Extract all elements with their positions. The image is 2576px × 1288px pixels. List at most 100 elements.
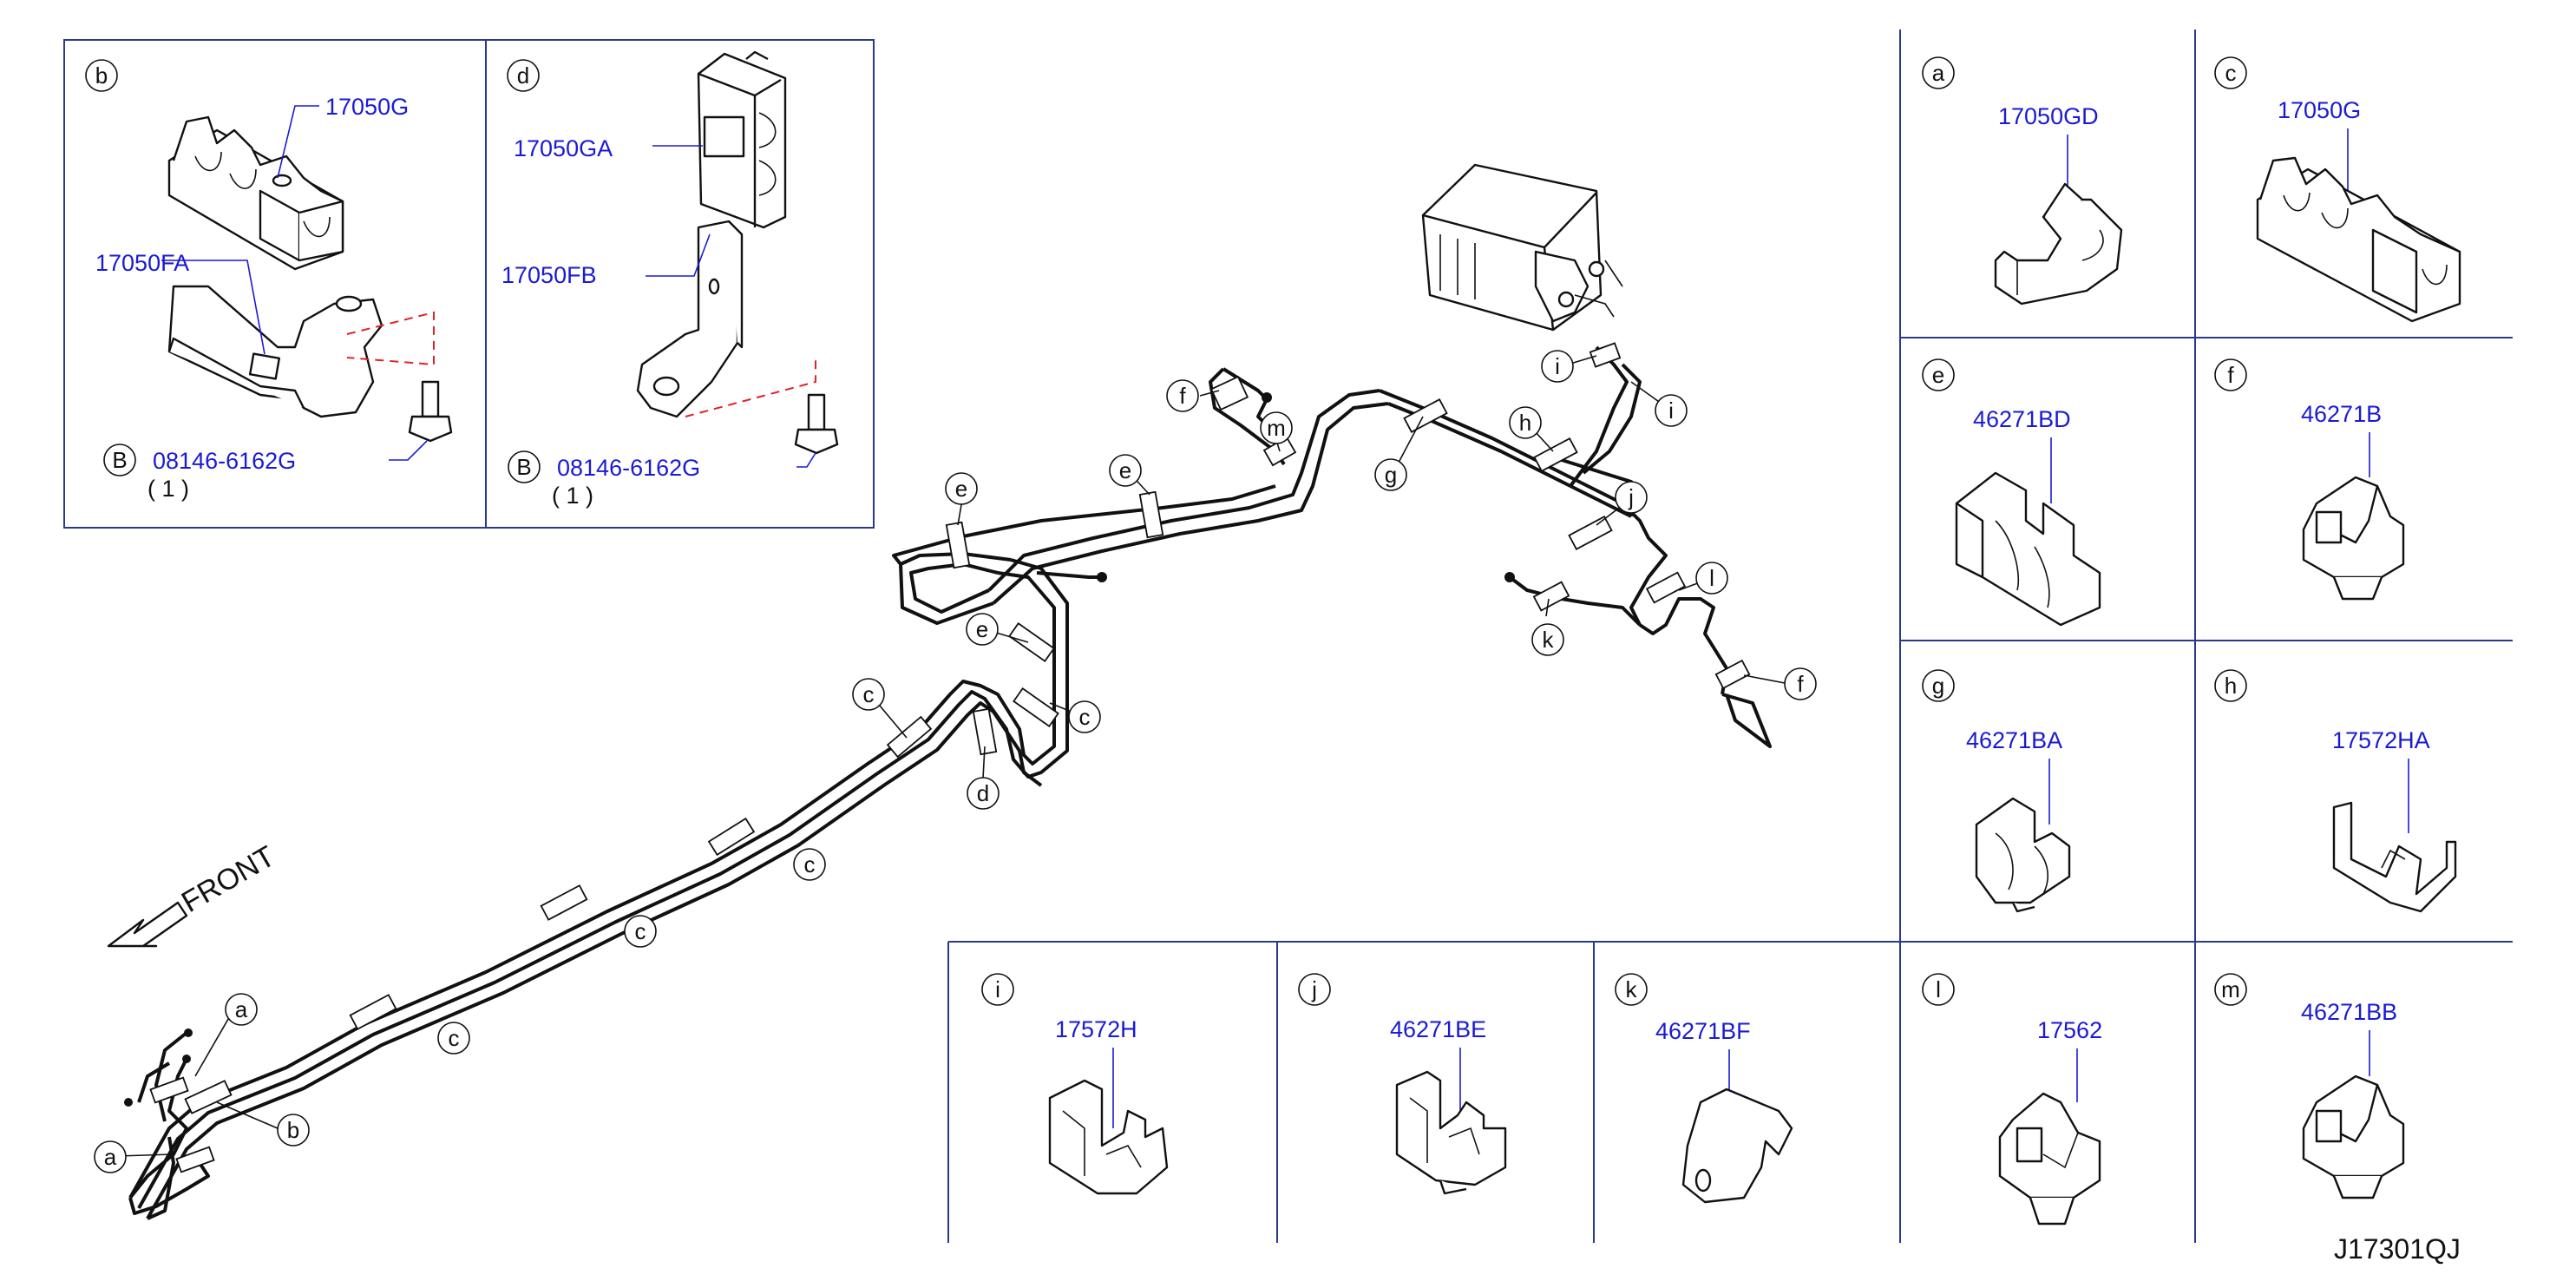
panel-c-letter: c	[2225, 60, 2237, 86]
panel-i-letter: i	[995, 976, 1000, 1002]
panel-l: l 17562	[1922, 973, 2102, 1226]
pipe-clip-c3	[707, 817, 756, 857]
callouts: a a b c c c c c d e e e f f g h i i j k …	[94, 350, 1817, 1173]
callout-b: b	[287, 1117, 299, 1143]
panel-e: e 46271BD	[1922, 358, 2101, 627]
pipe-clip-c5	[1013, 687, 1059, 727]
callout-c-4: c	[863, 681, 875, 707]
bolt-d-drawing	[794, 393, 839, 455]
bolt-qty-b: ( 1 )	[147, 476, 189, 502]
bolt-symbol-b: B	[112, 447, 127, 473]
leader-17050FA	[161, 260, 265, 355]
pipe-clip-c1	[349, 994, 397, 1030]
pipe-clip-e2	[945, 521, 971, 569]
part-46271B: 46271B	[2301, 401, 2382, 427]
pipe-assembly	[124, 342, 1772, 1220]
bolt-b-drawing	[408, 380, 453, 443]
pipe-clip-h	[1533, 437, 1578, 472]
callout-e-2: e	[1119, 457, 1131, 483]
pipe-clip-e3	[1138, 490, 1164, 539]
callout-a-1: a	[235, 996, 248, 1022]
panel-l-letter: l	[1936, 976, 1941, 1002]
pipe-clip-l	[1645, 571, 1687, 604]
pipe-clip-g	[1403, 398, 1448, 433]
pipe-clip-b	[184, 1080, 233, 1114]
part-17050FA: 17050FA	[95, 250, 189, 276]
bolt-symbol-d: B	[516, 454, 531, 480]
part-17050FB: 17050FB	[501, 262, 597, 288]
pipe-clip-i	[1589, 342, 1622, 368]
callout-l: l	[1709, 565, 1714, 591]
callout-a-2: a	[104, 1144, 117, 1170]
panel-d-letter: d	[517, 62, 529, 89]
panel-f: f 46271B	[2214, 358, 2405, 601]
panel-k-letter: k	[1626, 976, 1638, 1002]
front-label: FRONT	[176, 839, 280, 918]
parts-grid-lines	[947, 30, 2513, 1243]
panel-f-letter: f	[2227, 362, 2234, 388]
callout-c-3: c	[804, 851, 816, 877]
leader-17050FB	[646, 233, 711, 277]
pipe-clip-a1	[175, 1146, 215, 1173]
leader-17050G-b	[277, 105, 319, 179]
callout-d: d	[977, 780, 989, 806]
panel-k: k 46271BF	[1615, 973, 1793, 1204]
clip-17050G-drawing	[167, 115, 344, 271]
panel-h: h 17572HA	[2214, 669, 2457, 913]
bolt-symbol-circle-b	[103, 444, 136, 476]
pipe-clip-c2	[540, 884, 588, 921]
panel-j: j 46271BE	[1298, 973, 1507, 1195]
callout-m: m	[1267, 415, 1286, 441]
panel-i: i 17572H	[981, 973, 1169, 1195]
part-46271BA: 46271BA	[1966, 727, 2062, 753]
callout-f-2: f	[1797, 671, 1804, 697]
panel-g: g 46271BA	[1922, 669, 2071, 913]
callout-c-2: c	[635, 918, 646, 944]
panel-d: d 17050GA 17050FB B 0814	[485, 39, 875, 529]
panel-e-letter: e	[1932, 362, 1944, 388]
part-17050G-b: 17050G	[325, 94, 409, 120]
panel-c: c 17050G	[2214, 56, 2461, 323]
callout-f-1: f	[1179, 383, 1186, 409]
part-17050GA: 17050GA	[514, 135, 613, 161]
callout-e-1: e	[955, 476, 967, 502]
evap-canister-drawing	[1421, 163, 1623, 332]
callout-g: g	[1385, 462, 1397, 488]
pipe-clip-k	[1532, 581, 1570, 612]
bolt-symbol-circle-d	[508, 450, 541, 483]
panel-b-letter: b	[95, 62, 108, 89]
leader-bolt-d	[796, 452, 816, 468]
panel-b-letter-circle	[85, 59, 118, 92]
callout-c-1: c	[449, 1025, 460, 1051]
pipe-clip-c4	[886, 715, 933, 759]
part-17050GD: 17050GD	[1998, 103, 2099, 129]
bolt-part-d: 08146-6162G	[557, 455, 700, 481]
pipe-clip-a2	[149, 1076, 189, 1104]
bolt-part-b: 08146-6162G	[153, 448, 296, 474]
part-17050G-c: 17050G	[2278, 97, 2361, 123]
callout-c-5: c	[1079, 704, 1091, 730]
bolt-path-b	[346, 311, 435, 366]
bolt-qty-d: ( 1 )	[552, 483, 593, 509]
panel-a: a 17050GD	[1922, 56, 2123, 306]
part-17572H: 17572H	[1055, 1016, 1137, 1042]
panel-b: b 17050G 17050FA B	[63, 39, 487, 529]
part-46271BE: 46271BE	[1390, 1016, 1486, 1042]
callout-i-1: i	[1555, 353, 1560, 379]
pipe-clip-f2	[1714, 659, 1751, 690]
callout-h: h	[1519, 410, 1531, 436]
part-46271BB: 46271BB	[2301, 999, 2397, 1025]
bracket-17050FA-drawing	[167, 285, 383, 418]
part-46271BF: 46271BF	[1655, 1018, 1751, 1044]
panel-h-letter: h	[2225, 673, 2237, 699]
callout-e-3: e	[976, 616, 988, 642]
pipe-clip-d	[972, 707, 998, 756]
diagram-code: J17301QJ	[2334, 1233, 2461, 1265]
callout-k: k	[1543, 627, 1555, 653]
leader-bolt-b	[389, 440, 428, 461]
pipe-clip-e1	[1008, 622, 1055, 662]
front-arrow: FRONT	[107, 839, 280, 948]
callout-j: j	[1628, 484, 1634, 510]
part-46271BD: 46271BD	[1973, 406, 2071, 432]
